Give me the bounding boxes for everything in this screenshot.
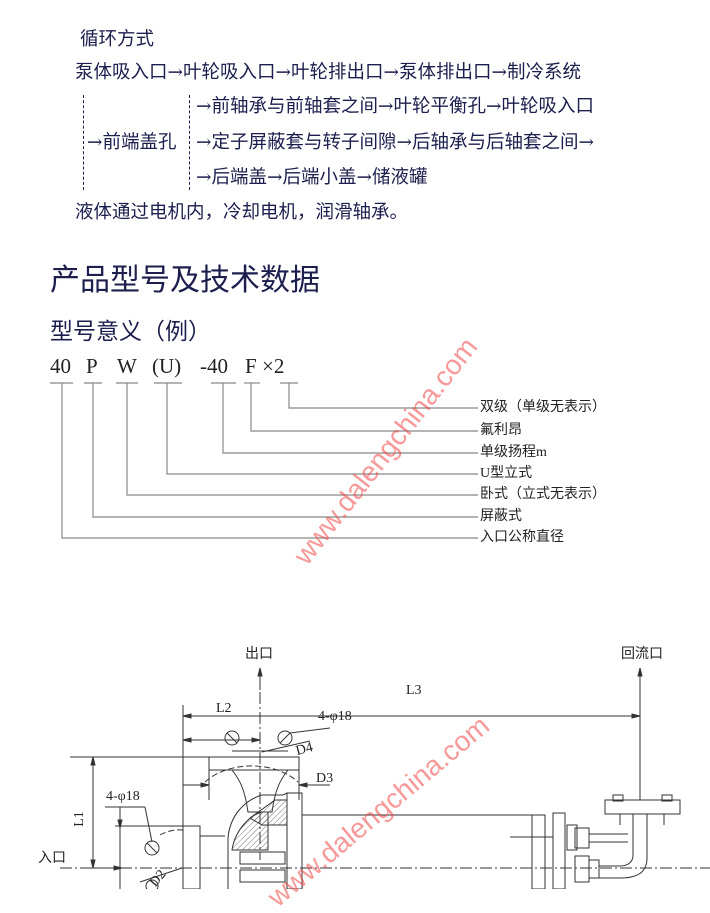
return-port-label: 回流口 [621, 647, 663, 662]
circulation-title: 循环方式 [80, 29, 155, 50]
code-part-horizontal: W [117, 354, 137, 378]
legend-item: U型立式 [480, 466, 533, 481]
section-title: 产品型号及技术数据 [50, 263, 320, 298]
circulation-main-path: 泵体吸入口→叶轮吸入口→叶轮排出口→泵体排出口→制冷系统 [75, 62, 582, 83]
holes-left-label: 4-φ18 [106, 789, 140, 804]
code-part-head: -40 [200, 354, 228, 378]
legend-item: 双级（单级无表示） [480, 400, 606, 415]
inlet-label: 入口 [38, 851, 66, 866]
code-part-shielded: P [86, 354, 98, 378]
branch-row: →后端盖→后端小盖→储液罐 [196, 167, 428, 188]
outlet-label: 出口 [245, 647, 273, 662]
pump-drawing [60, 667, 710, 889]
legend-item: 屏蔽式 [480, 509, 522, 524]
legend-item: 单级扬程m [480, 445, 547, 460]
bracket-left [83, 95, 84, 190]
dim-l1: L1 [71, 811, 87, 827]
holes-top-label: 4-φ18 [318, 709, 352, 724]
legend-item: 卧式（立式无表示） [480, 487, 606, 502]
code-part-u: (U) [152, 354, 182, 378]
code-part-stages: ×2 [262, 354, 285, 378]
circulation-note: 液体通过电机内，冷却电机，润滑轴承。 [75, 202, 409, 223]
bracket-right [189, 95, 190, 190]
model-meaning-title: 型号意义（例） [50, 319, 211, 345]
dim-l2: L2 [216, 701, 232, 716]
legend-item: 氟利昂 [480, 423, 522, 438]
code-part-size: 40 [50, 354, 71, 378]
legend-item: 入口公称直径 [480, 530, 564, 545]
leader-lines [50, 382, 478, 539]
branch-label: →前端盖孔 [87, 132, 177, 153]
dim-l3: L3 [406, 683, 422, 698]
code-part-freon: F [245, 354, 257, 378]
branch-row: →前轴承与前轴套之间→叶轮平衡孔→叶轮吸入口 [196, 96, 595, 117]
branch-row: →定子屏蔽套与转子间隙→后轴承与后轴套之间→ [196, 132, 595, 153]
dim-d3: D3 [316, 771, 334, 786]
